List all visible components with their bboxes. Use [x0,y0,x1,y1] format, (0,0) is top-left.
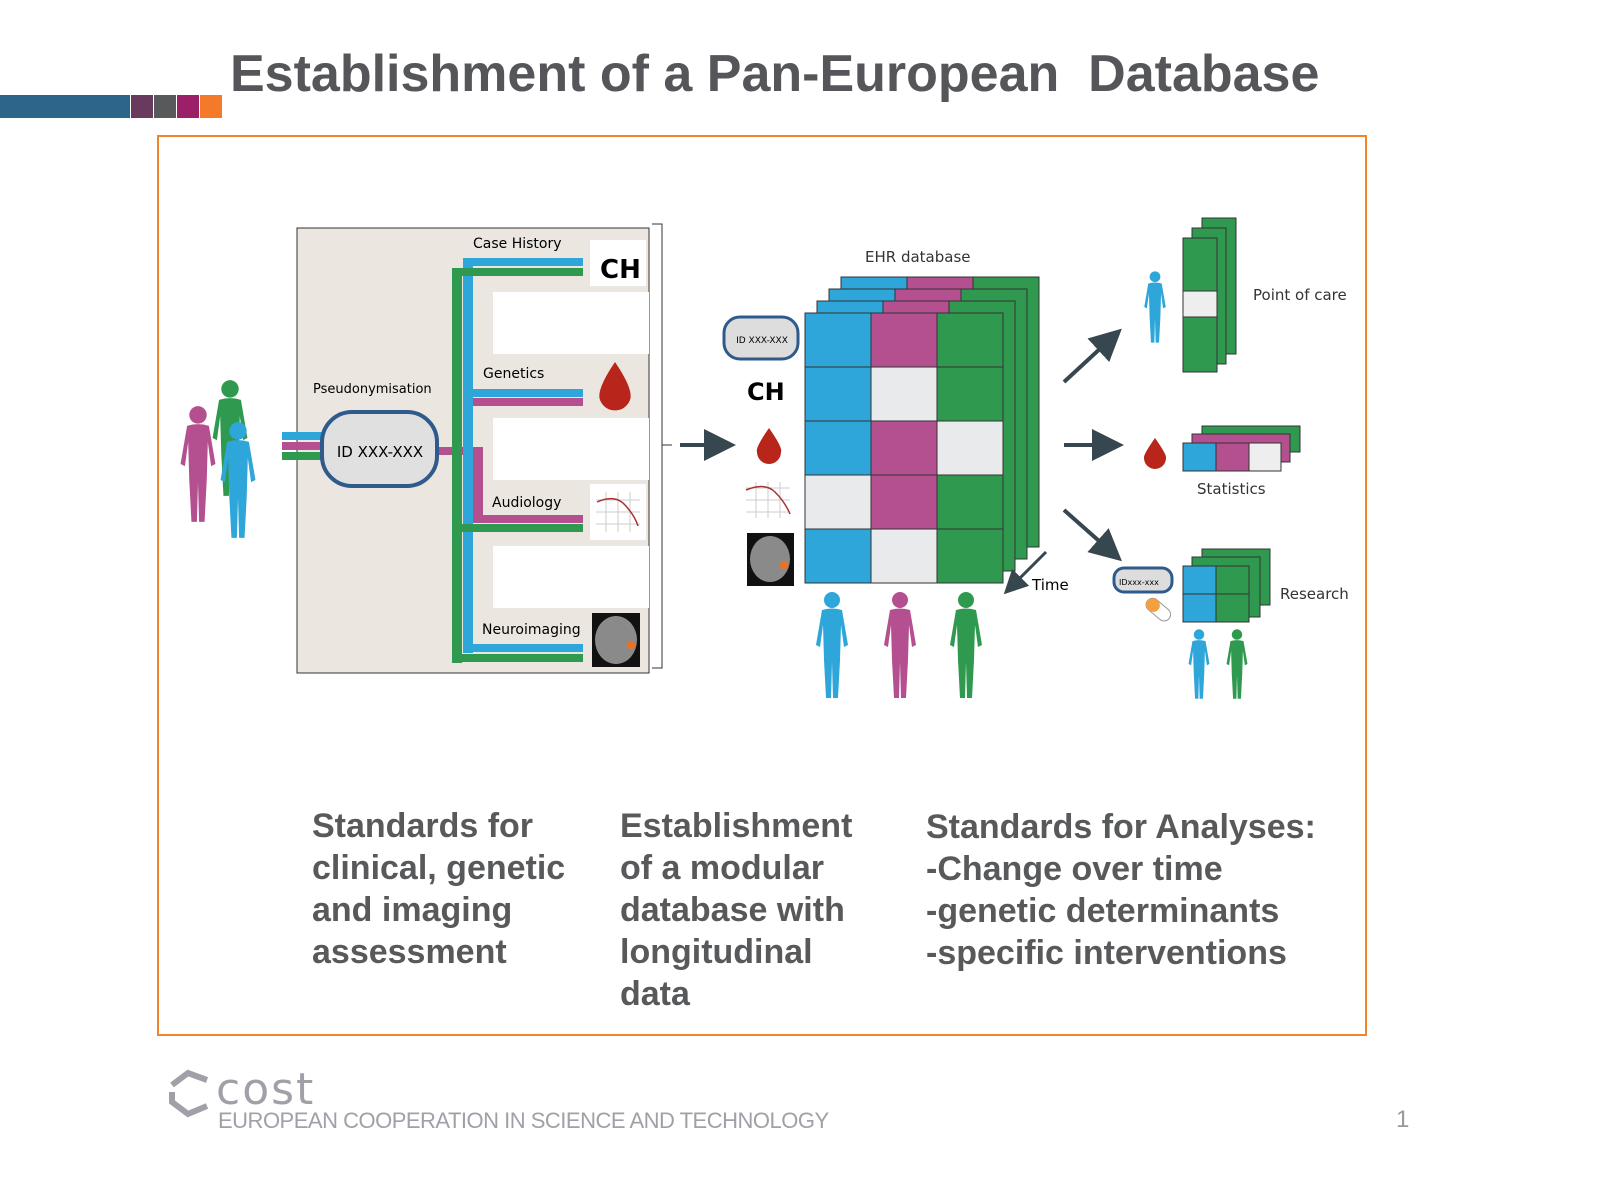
research-id-badge [1112,566,1174,594]
ehr-brain-scan-icon [747,533,794,586]
ehr-id-label: ID XXX-XXX [736,336,788,346]
arrow-up-right-icon [1062,328,1122,384]
ehr-cell [936,528,1004,584]
pseudonymisation-label: Pseudonymisation [313,382,432,397]
point-of-care-stack-icon [1182,217,1237,373]
column-modular-database: Establishment of a modular database with… [620,807,853,1013]
ehr-blood-drop-icon [756,428,782,464]
cost-subtitle: EUROPEAN COOPERATION IN SCIENCE AND TECH… [218,1108,829,1133]
accent-bar-magenta [177,95,199,118]
module-slots [493,292,649,608]
column-standards-analyses: Standards for Analyses: -Change over tim… [926,808,1316,972]
ehr-cell [870,312,938,368]
ehr-id-badge [722,315,800,361]
accent-bar-orange [200,95,222,118]
accent-bar-gray [154,95,176,118]
ehr-cell [870,474,938,530]
ehr-cell [936,420,1004,476]
ehr-database-title: EHR database [865,248,971,266]
ehr-cell [936,312,1004,368]
ehr-cell [936,366,1004,422]
ehr-audiogram-icon [745,482,791,518]
pill-icon [1145,597,1172,622]
time-arrow-icon [1003,550,1048,595]
brain-scan-icon [592,613,640,667]
ehr-cell [936,474,1004,530]
column-standards-assessment: Standards for clinical, genetic and imag… [312,807,566,971]
point-of-care-label: Point of care [1253,286,1347,304]
figure-frame [157,135,1367,1036]
ehr-cell [804,474,872,530]
research-id-label: IDxxx-xxx [1119,578,1159,587]
ehr-database-grid [804,276,1040,584]
ehr-cell [870,528,938,584]
slide-title: Establishment of a Pan-European Database [230,45,1320,103]
statistics-blood-drop-icon [1143,438,1167,469]
blood-drop-icon [599,362,631,411]
pseudonym-id-badge [320,410,439,488]
point-of-care-patient-icon [1144,271,1166,343]
research-label: Research [1280,585,1349,603]
module-label-neuroimaging: Neuroimaging [482,622,581,638]
svg-text:cost: cost [216,1064,315,1115]
patients-group-icon [180,380,256,538]
research-stack-icon [1182,548,1271,623]
case-history-icon: CH [600,255,641,285]
module-label-case-history: Case History [473,236,562,252]
ehr-patients-icon [816,592,982,698]
time-label: Time [1031,576,1069,594]
accent-bar-purple [131,95,153,118]
page-number: 1 [1396,1106,1410,1133]
accent-bar-blue [0,95,130,118]
audiogram-icon [590,484,646,540]
pseudonym-id-label: ID XXX-XXX [337,443,423,461]
ehr-cell [870,366,938,422]
ehr-case-history-icon: CH [747,378,785,406]
data-pipes [282,258,583,663]
statistics-stack-icon [1182,425,1301,472]
ehr-cell [804,366,872,422]
ehr-cell [804,528,872,584]
ehr-cell [804,420,872,476]
cost-logo: cost [169,1064,315,1118]
statistics-label: Statistics [1197,480,1266,498]
module-label-audiology: Audiology [492,495,561,511]
ehr-cell [804,312,872,368]
ehr-cell [870,420,938,476]
research-patients-icon [1188,629,1248,699]
module-label-genetics: Genetics [483,366,544,382]
arrow-down-right-icon [1062,508,1122,562]
